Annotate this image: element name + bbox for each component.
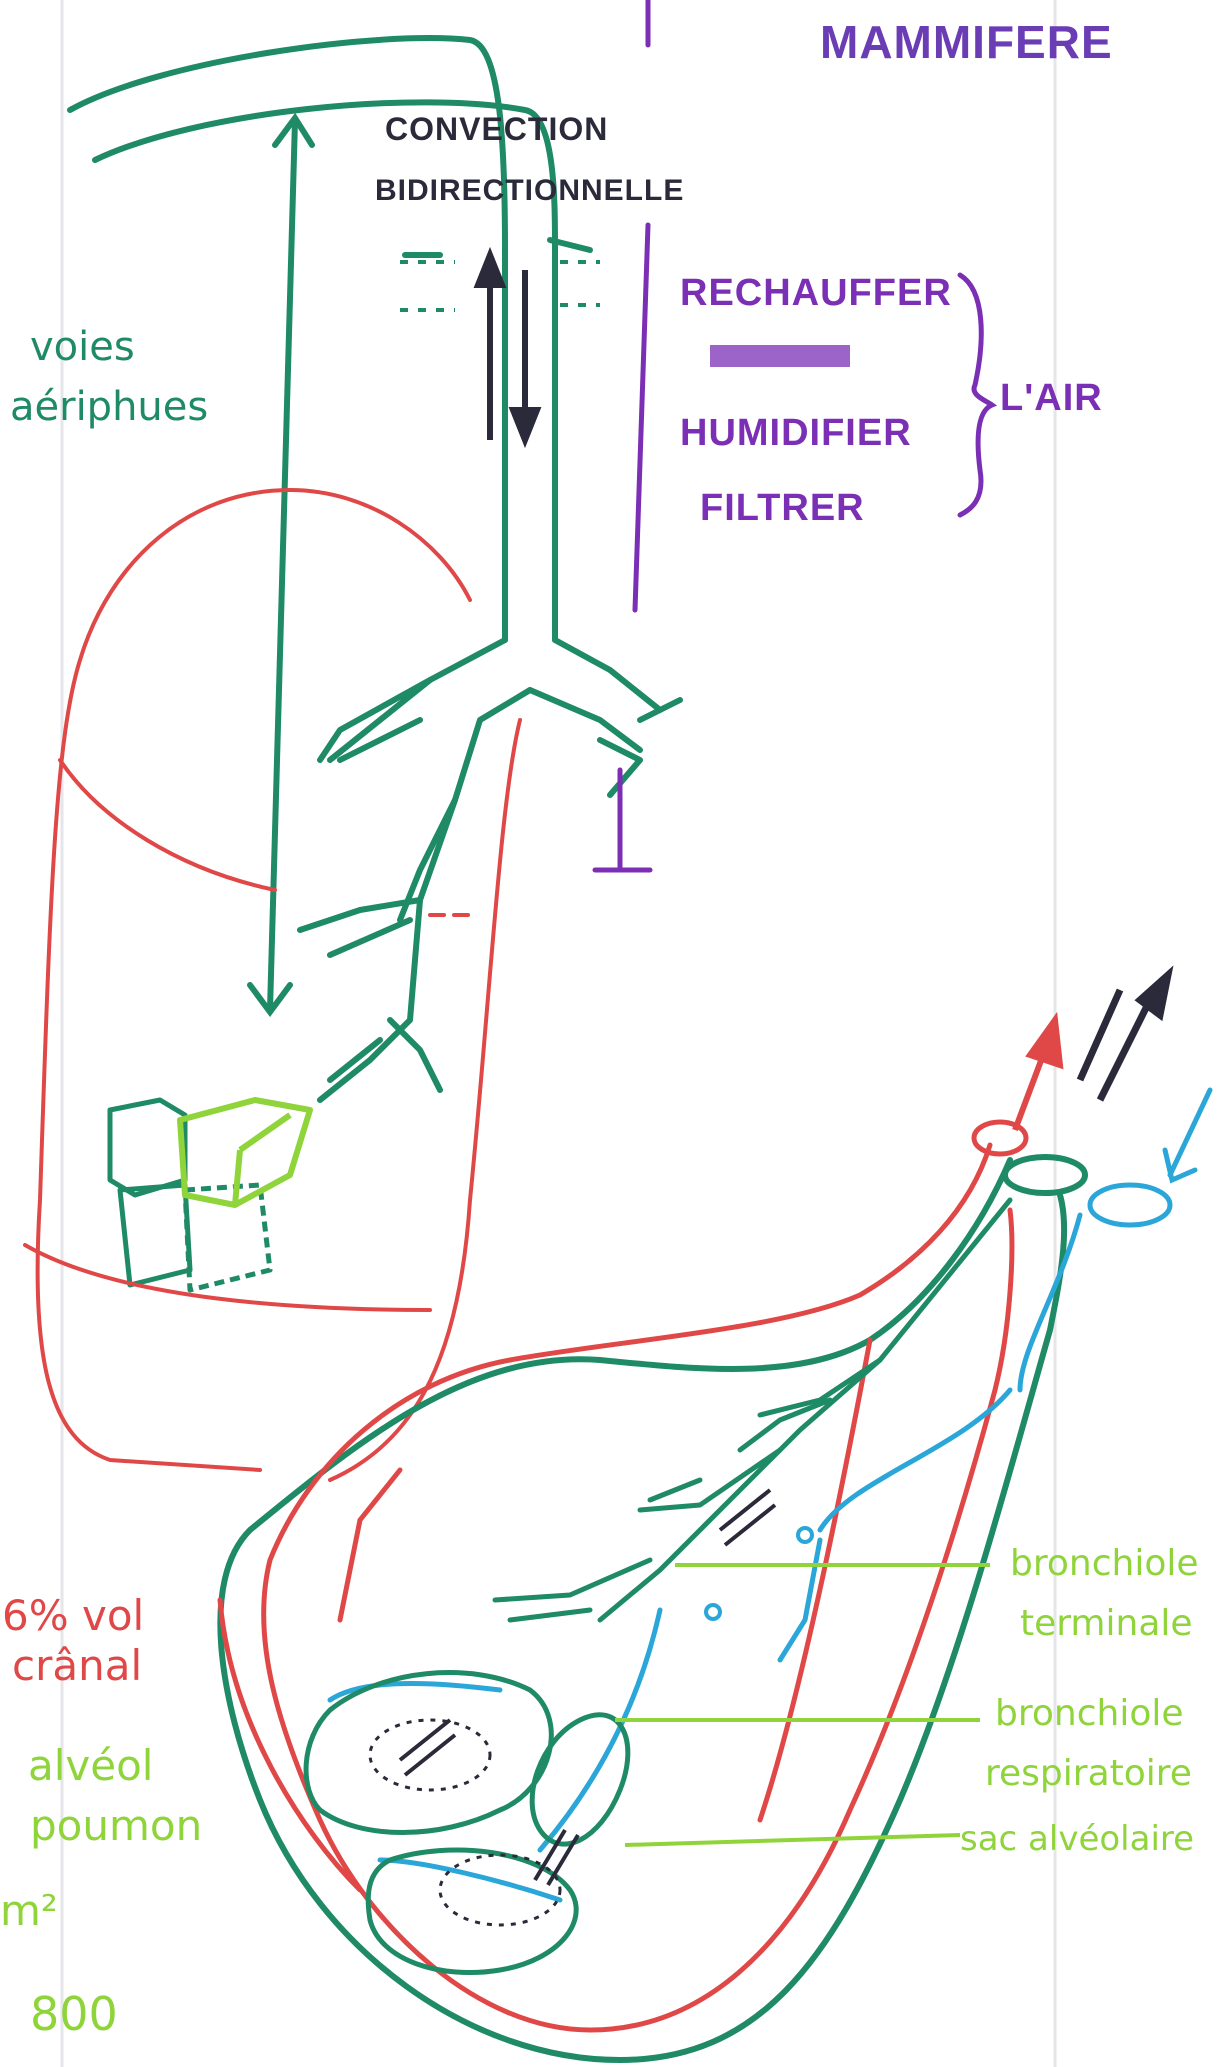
lobe-outline-red [220,1122,1026,2030]
left-note-vol-line1: 6% vol [2,1591,144,1640]
function-item-1: RECHAUFFER [680,272,952,314]
function-item-2: HUMIDIFIER [680,412,912,454]
title-mammifere: MAMMIFERE [820,16,1113,68]
terminal-bronchioles [495,1200,1010,1620]
left-note-area: m² [0,1886,58,1935]
voies-text-line2: aériphues [10,384,208,430]
airway-length-arrow-icon [250,118,312,1012]
function-item-3: FILTRER [700,487,865,529]
label-respiratory-line2: respiratoire [985,1753,1192,1794]
red-artery-arrow-icon [1015,1020,1060,1130]
black-bronchus-arrows-icon [1080,975,1168,1100]
alveolar-sacs [306,1673,628,1973]
lobe-outline-green [220,1157,1085,2060]
blue-dots [706,1528,812,1619]
voies-text-line1: voies [30,324,135,370]
scribbled-word [710,345,850,367]
label-sac: sac alvéolaire [960,1819,1194,1859]
left-note-count: 800 [30,1987,118,2041]
label-respiratory-line1: bronchiole [995,1693,1184,1734]
left-note-vol-line2: crânal [12,1641,142,1690]
function-object: L'AIR [1000,377,1103,419]
convection-text-line2: BIDIRECTIONNELLE [375,174,684,207]
left-note-poumon: poumon [30,1801,202,1850]
highlighted-cube [180,1100,310,1205]
left-note-alveol: alvéol [28,1741,153,1790]
label-terminal-line2: terminale [1020,1603,1193,1644]
convection-text-line1: CONVECTION [385,111,608,147]
label-terminal-line1: bronchiole [1010,1543,1199,1584]
